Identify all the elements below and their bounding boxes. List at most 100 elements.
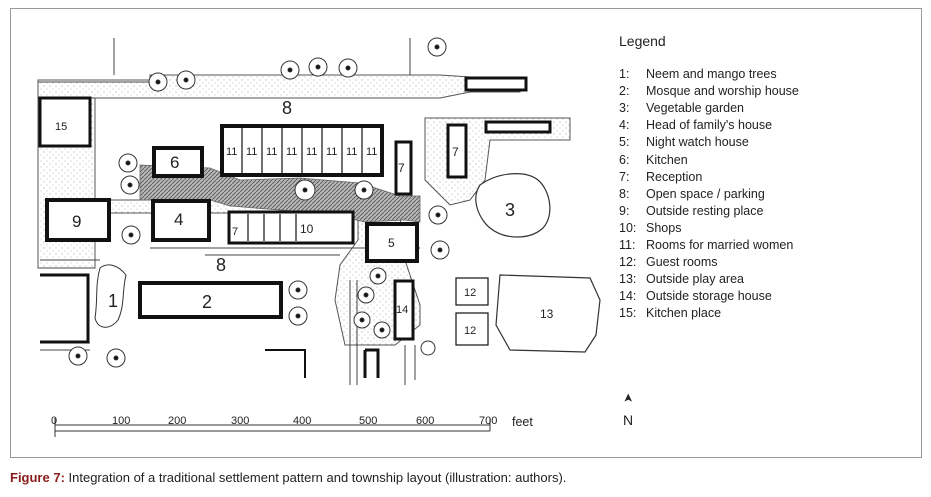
label-8-mid: 8 — [216, 255, 226, 275]
figure-frame — [10, 8, 922, 458]
scale-tick-700: 700 — [479, 415, 497, 427]
building-12-guest-a — [455, 277, 489, 306]
label-5: 5 — [388, 236, 395, 250]
label-7-mid: 7 — [398, 161, 405, 175]
tree — [353, 311, 371, 329]
legend: Legend 1: Neem and mango trees 2: Mosque an… — [619, 33, 799, 323]
tree — [106, 348, 126, 368]
label-15: 15 — [55, 121, 67, 133]
tree — [120, 175, 140, 195]
legend-title: Legend — [619, 33, 666, 49]
plan-labels: 8 8 11 11 11 11 11 11 11 11 6 9 4 7 10 7… — [55, 98, 554, 337]
legend-item-number: 11: — [619, 238, 636, 253]
building-7-reception-right — [446, 123, 468, 179]
label-12-b: 12 — [464, 325, 476, 337]
legend-item-text: Open space / parking — [646, 186, 765, 201]
legend-item-number: 13: — [619, 272, 637, 287]
legend-item-number: 14: — [619, 289, 637, 304]
scale-tick-500: 500 — [359, 415, 377, 427]
legend-item-number: 5: — [619, 135, 630, 150]
legend-item-text: Rooms for married women — [646, 238, 794, 253]
tree — [280, 60, 300, 80]
legend-item-text: Kitchen — [646, 152, 688, 167]
legend-item-number: 1: — [619, 67, 630, 82]
legend-item-number: 8: — [619, 186, 630, 201]
scale-tick-0: 0 — [51, 415, 57, 427]
legend-item-text: Outside storage house — [646, 289, 772, 304]
tree — [118, 153, 138, 173]
label-11-h: 11 — [366, 146, 377, 158]
legend-item-number: 10: — [619, 220, 637, 235]
label-1: 1 — [108, 291, 118, 311]
legend-item: 15:Kitchen place — [619, 305, 799, 322]
label-10: 10 — [300, 222, 314, 236]
building-2-mosque — [138, 281, 283, 319]
tree — [430, 240, 450, 260]
legend-item: 9:Outside resting place — [619, 203, 799, 220]
legend-item: 14: Outside storage house — [619, 288, 799, 305]
legend-item-text: Neem and mango trees — [646, 67, 777, 82]
figure-caption: Figure 7: Integration of a traditional s… — [10, 470, 566, 485]
legend-item-text: Outside play area — [646, 272, 744, 287]
label-11-e: 11 — [306, 146, 317, 158]
scale-tick-400: 400 — [293, 415, 311, 427]
building-4-head-house — [151, 199, 211, 242]
legend-item: 1: Neem and mango trees — [619, 66, 799, 83]
label-11-g: 11 — [346, 146, 357, 158]
legend-item-number: 7: — [619, 169, 630, 184]
legend-item: 8: Open space / parking — [619, 186, 799, 203]
legend-item-number: 3: — [619, 101, 630, 116]
label-11-a: 11 — [226, 146, 237, 158]
label-11-b: 11 — [246, 146, 257, 158]
legend-item-number: 15: — [619, 306, 637, 321]
label-9: 9 — [72, 212, 81, 231]
tree — [354, 180, 374, 200]
tree — [294, 179, 316, 201]
label-3: 3 — [505, 200, 515, 220]
building-top-right — [464, 76, 528, 92]
legend-list: 1: Neem and mango trees 2: Mosque and worsh… — [619, 66, 799, 322]
legend-item-text: Mosque and worship house — [646, 84, 799, 99]
tree — [428, 205, 448, 225]
caption-text: Integration of a traditional settlement … — [64, 470, 567, 485]
legend-item: 12: Guest rooms — [619, 254, 799, 271]
courtyard-band — [139, 164, 421, 223]
small-structure-b — [363, 348, 380, 378]
north-indicator: ➤ N — [620, 392, 636, 428]
label-2: 2 — [202, 292, 212, 312]
north-arrow-icon: ➤ — [621, 392, 635, 404]
legend-item-text: Vegetable garden — [646, 101, 745, 116]
legend-item: 11: Rooms for married women — [619, 237, 799, 254]
tree — [357, 286, 375, 304]
legend-item-number: 2: — [619, 84, 630, 99]
building-14-storage — [393, 279, 415, 341]
tree — [427, 37, 447, 57]
legend-item-text: Head of family's house — [646, 118, 773, 133]
tree — [373, 321, 391, 339]
legend-item-text: Night watch house — [646, 135, 749, 150]
legend-item: 7:Reception — [619, 169, 799, 186]
scale-tick-300: 300 — [231, 415, 249, 427]
scale-unit: feet — [512, 415, 533, 429]
legend-item-text: Guest rooms — [646, 255, 718, 270]
legend-item: 5: Night watch house — [619, 134, 799, 151]
legend-item: 13: Outside play area — [619, 271, 799, 288]
play-area-13 — [495, 274, 601, 353]
tree — [148, 72, 168, 92]
building-10-shops — [227, 210, 355, 245]
legend-item: 3: Vegetable garden — [619, 100, 799, 117]
label-7-right: 7 — [452, 145, 459, 159]
legend-item-number: 4: — [619, 118, 630, 133]
label-11-d: 11 — [286, 146, 297, 158]
building-15-kitchen-place — [38, 96, 92, 148]
label-6: 6 — [170, 153, 179, 172]
legend-item-number: 12: — [619, 255, 637, 270]
tree — [68, 346, 88, 366]
label-11-f: 11 — [326, 146, 337, 158]
label-7-shops: 7 — [232, 226, 238, 238]
small-structure-a — [265, 349, 306, 378]
building-left-gate — [40, 273, 90, 344]
legend-item: 6:Kitchen — [619, 152, 799, 169]
building-6-kitchen — [152, 146, 204, 178]
